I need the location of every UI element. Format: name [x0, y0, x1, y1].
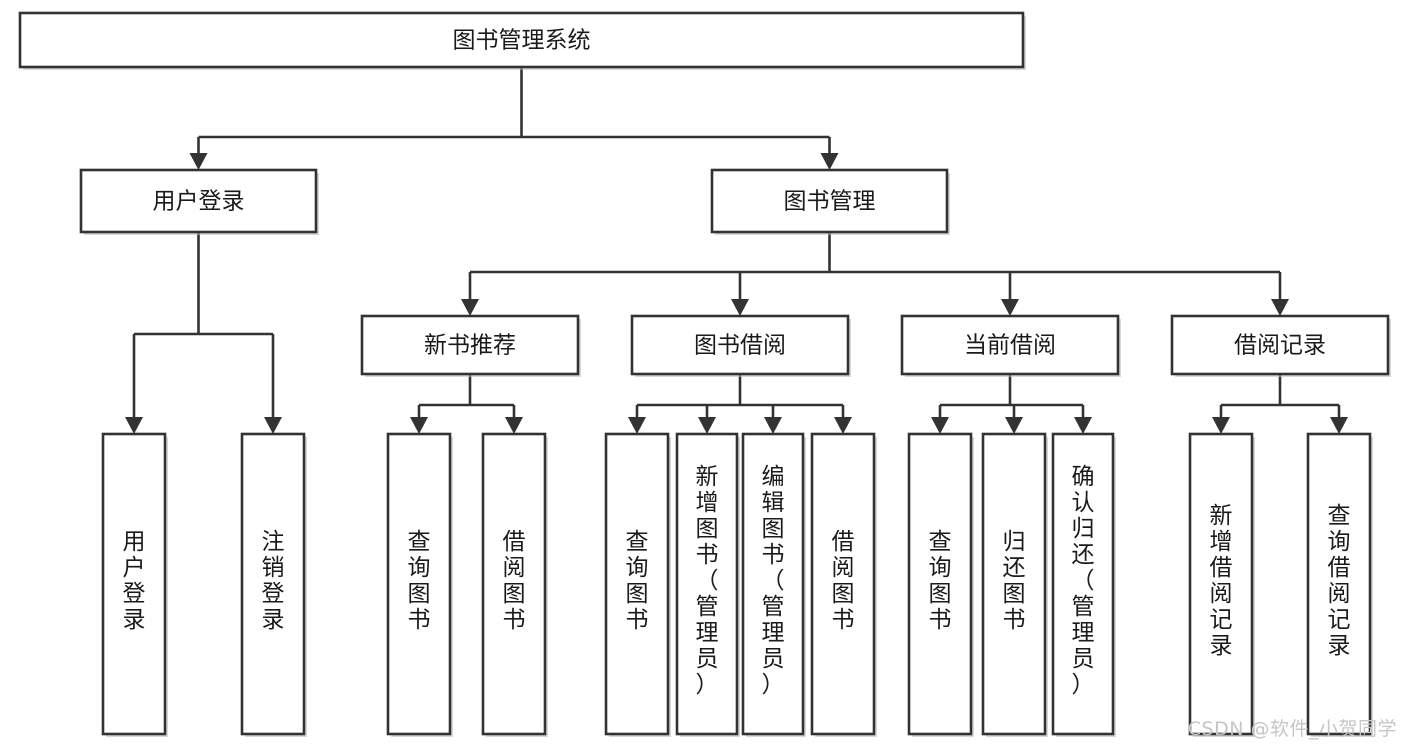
node-level1-book-manage[interactable]: 图书管理: [710, 168, 950, 235]
node-leaf-leaf-query-book-recommend[interactable]: 查询图书: [386, 432, 453, 737]
arrow-head-icon: [834, 417, 852, 434]
node-leaf-leaf-query-borrow-record[interactable]: 查询借阅记录: [1306, 432, 1373, 737]
node-box[interactable]: [981, 432, 1047, 736]
arrow-head-icon: [125, 417, 143, 434]
node-label: 图书借阅: [694, 333, 786, 359]
node-box[interactable]: [240, 432, 306, 736]
node-level2-book-borrow[interactable]: 图书借阅: [630, 314, 851, 377]
arrow-head-icon: [1005, 417, 1023, 434]
node-box[interactable]: [630, 314, 850, 376]
node-leaf-leaf-add-book-admin[interactable]: 新增图书（管理员）: [675, 432, 740, 737]
node-leaf-leaf-query-book-borrow[interactable]: 查询图书: [604, 432, 671, 737]
node-leaf-leaf-add-borrow-record[interactable]: 新增借阅记录: [1188, 432, 1255, 737]
node-label: 图书管理系统: [453, 28, 591, 54]
node-box[interactable]: [79, 168, 318, 234]
node-label: 注销登录: [262, 529, 285, 633]
node-leaf-leaf-borrow-book-recommend[interactable]: 借阅图书: [481, 432, 548, 737]
node-leaf-leaf-query-book-current[interactable]: 查询图书: [907, 432, 974, 737]
node-leaf-leaf-return-book[interactable]: 归还图书: [981, 432, 1048, 737]
node-label: 图书管理: [784, 189, 876, 215]
node-label: 查询借阅记录: [1328, 503, 1351, 659]
node-box[interactable]: [1188, 432, 1254, 736]
node-label: 查询图书: [626, 529, 649, 633]
node-leaf-leaf-edit-book-admin[interactable]: 编辑图书（管理员）: [741, 432, 806, 737]
arrow-head-icon: [410, 417, 428, 434]
arrow-head-icon: [731, 299, 749, 316]
node-box[interactable]: [741, 432, 805, 736]
arrow-head-icon: [461, 299, 479, 316]
node-level2-current-borrow[interactable]: 当前借阅: [900, 314, 1121, 377]
node-label: 查询图书: [408, 529, 431, 633]
arrow-head-icon: [505, 417, 523, 434]
node-box[interactable]: [1051, 432, 1115, 736]
arrow-head-icon: [698, 417, 716, 434]
node-label: 借阅记录: [1234, 333, 1326, 359]
node-label: 编辑图书（管理员）: [762, 464, 785, 698]
node-box[interactable]: [710, 168, 949, 234]
node-leaf-leaf-borrow-book[interactable]: 借阅图书: [810, 432, 877, 737]
node-leaf-leaf-logout-login[interactable]: 注销登录: [240, 432, 307, 737]
node-label: 借阅图书: [503, 529, 526, 633]
node-box[interactable]: [900, 314, 1120, 376]
node-box[interactable]: [604, 432, 670, 736]
node-label: 新书推荐: [424, 333, 516, 359]
node-box[interactable]: [18, 11, 1025, 69]
arrow-head-icon: [264, 417, 282, 434]
node-box[interactable]: [675, 432, 739, 736]
csdn-watermark: CSDN @软件_小贺同学: [1187, 718, 1397, 740]
node-label: 新增借阅记录: [1210, 503, 1233, 659]
node-level2-borrow-record[interactable]: 借阅记录: [1170, 314, 1391, 377]
node-box[interactable]: [101, 432, 167, 736]
node-root-root[interactable]: 图书管理系统: [18, 11, 1026, 70]
node-leaf-leaf-user-login[interactable]: 用户登录: [101, 432, 168, 737]
node-label: 当前借阅: [964, 333, 1056, 359]
node-label: 借阅图书: [832, 529, 855, 633]
arrow-head-icon: [764, 417, 782, 434]
arrow-head-icon: [931, 417, 949, 434]
node-box[interactable]: [810, 432, 876, 736]
arrow-head-icon: [1330, 417, 1348, 434]
node-leaf-leaf-confirm-return-admin[interactable]: 确认归还（管理员）: [1051, 432, 1116, 737]
arrow-head-icon: [1271, 299, 1289, 316]
node-label: 新增图书（管理员）: [696, 464, 719, 698]
node-box[interactable]: [481, 432, 547, 736]
node-label: 确认归还（管理员）: [1072, 464, 1095, 698]
node-label: 用户登录: [123, 529, 146, 633]
arrow-head-icon: [189, 153, 208, 170]
node-level2-new-book-recommend[interactable]: 新书推荐: [360, 314, 581, 377]
node-level1-user-login[interactable]: 用户登录: [79, 168, 319, 235]
arrow-head-icon: [628, 417, 646, 434]
nodes-layer: 图书管理系统用户登录图书管理新书推荐图书借阅当前借阅借阅记录用户登录注销登录查询…: [18, 11, 1391, 737]
arrow-head-icon: [1001, 299, 1019, 316]
node-box[interactable]: [386, 432, 452, 736]
node-box[interactable]: [907, 432, 973, 736]
node-label: 查询图书: [929, 529, 952, 633]
node-label: 用户登录: [153, 189, 245, 215]
node-label: 归还图书: [1003, 529, 1026, 633]
connectors-layer: [125, 67, 1348, 434]
arrow-head-icon: [820, 153, 839, 170]
arrow-head-icon: [1074, 417, 1092, 434]
node-box[interactable]: [360, 314, 580, 376]
node-box[interactable]: [1306, 432, 1372, 736]
arrow-head-icon: [1212, 417, 1230, 434]
node-box[interactable]: [1170, 314, 1390, 376]
